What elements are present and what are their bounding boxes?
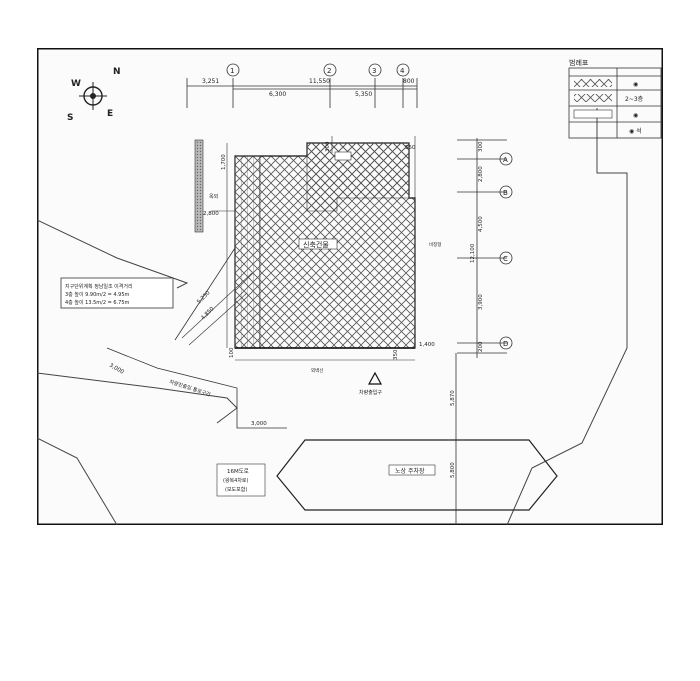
regulation-note: 지구단위계획 정남일조 이격거리 3층 높이 9.90m/2 = 4.95m 4…	[60, 277, 174, 309]
drawing-sheet: N W E S 1 2 3 4 3,251 11,550 800 6,300 5…	[36, 48, 663, 526]
legend-row-4: ◉ 석	[629, 127, 642, 135]
grid-label-c: C	[503, 255, 508, 263]
regulation-line-1: 지구단위계획 정남일조 이격거리	[65, 283, 133, 290]
top-grid	[186, 63, 418, 108]
compass-rose: N W E S	[67, 67, 121, 123]
facade-note: 비정형	[429, 241, 441, 248]
grid-label-2: 2	[327, 67, 331, 75]
building-label: 신축건물	[303, 240, 329, 249]
compass-w: W	[71, 79, 81, 89]
grid-label-4: 4	[400, 67, 405, 75]
legend-table: 범례표 ◉ 2~3층 ◉ ◉ 석	[568, 58, 662, 139]
dim-inner-bottom-right: 1,400	[419, 342, 435, 348]
legend-title: 범례표	[569, 58, 589, 67]
regulation-line-2: 3층 높이 9.90m/2 = 4.95m	[65, 291, 130, 298]
compass-n: N	[113, 67, 121, 77]
regulation-line-3: 4층 높이 13.5m/2 = 6.75m	[65, 299, 130, 306]
south-marker-label: 외벽선	[311, 367, 323, 374]
dim-inner-left-mid: 2,800	[203, 211, 219, 217]
side-pole-label: 옥외	[209, 193, 218, 200]
legend-row-2: 2~3층	[625, 95, 644, 103]
dim-right-3: 4,500	[478, 216, 484, 232]
dim-top-5: 5,350	[355, 91, 372, 98]
regulation-line	[174, 247, 236, 341]
parking-lot: 노상 주차장	[276, 439, 558, 511]
grid-label-d: D	[503, 340, 508, 348]
dim-inner-bottom-left: 100	[229, 347, 235, 358]
grid-label-3: 3	[372, 67, 376, 75]
dim-right-1: 300	[478, 141, 484, 152]
site-boundary	[36, 108, 628, 526]
road-lanes: (왕복4차로)	[223, 477, 249, 484]
compass-e: E	[107, 109, 113, 119]
dim-lower-2: 5,800	[450, 462, 456, 478]
dim-inner-top-gap: 300	[325, 141, 331, 152]
grid-label-a: A	[503, 156, 508, 164]
dim-inner-left-top: 1,700	[221, 154, 227, 170]
road-label: 16M도로 (왕복4차로) (보도포함)	[216, 463, 266, 497]
dim-right-2: 2,800	[478, 166, 484, 182]
grid-label-b: B	[503, 189, 508, 197]
road-name: 16M도로	[227, 468, 249, 475]
right-grid	[455, 138, 513, 525]
dim-inner-bottom-mid: 350	[393, 349, 399, 360]
dim-right-4: 3,900	[478, 294, 484, 310]
grid-label-1: 1	[230, 67, 234, 75]
entrance-marker: 차량출입구	[359, 371, 382, 396]
dim-top-1: 3,251	[202, 78, 219, 85]
parking-label: 노상 주차장	[395, 467, 425, 475]
road-sidewalk: (보도포함)	[225, 486, 247, 493]
dim-top-2: 11,550	[309, 78, 330, 85]
dim-right-total: 12,100	[470, 243, 476, 263]
dim-top-4: 6,300	[269, 91, 286, 98]
road-edge	[106, 347, 287, 429]
dim-inner-top-right: 550	[405, 145, 416, 151]
dim-lower-1: 5,870	[450, 390, 456, 406]
entrance-label: 차량출입구	[359, 389, 382, 396]
side-pole	[194, 139, 204, 233]
legend-row-3: ◉	[633, 112, 638, 119]
dim-right-5: 200	[478, 341, 484, 352]
legend-row-1: ◉	[633, 81, 638, 88]
compass-s: S	[67, 113, 73, 123]
inner-dimension-lines	[181, 136, 416, 361]
building-footprint: 신축건물	[234, 142, 416, 349]
dim-top-3: 800	[403, 78, 415, 85]
dim-road-2: 3,000	[251, 421, 267, 427]
site-plan-drawing: N W E S 1 2 3 4 3,251 11,550 800 6,300 5…	[36, 48, 663, 526]
